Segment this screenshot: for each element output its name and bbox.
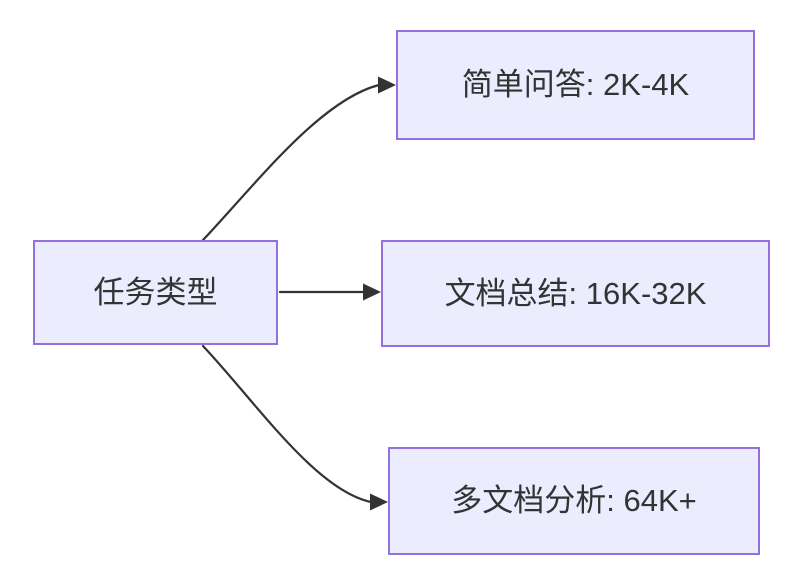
edge-root-to-top [201,83,381,242]
arrowhead-middle-icon [363,283,381,301]
edge-root-to-bottom [201,344,373,504]
node-simple-qa: 简单问答: 2K-4K [396,30,755,140]
arrowhead-top-icon [378,76,396,94]
node-doc-summary: 文档总结: 16K-32K [381,240,770,347]
node-simple-qa-label: 简单问答: 2K-4K [461,67,690,103]
node-multi-doc-analysis: 多文档分析: 64K+ [388,447,760,555]
node-task-type: 任务类型 [33,240,278,345]
node-doc-summary-label: 文档总结: 16K-32K [444,275,707,311]
node-task-type-label: 任务类型 [93,274,218,310]
arrowhead-bottom-icon [370,493,388,511]
node-multi-doc-analysis-label: 多文档分析: 64K+ [451,483,697,519]
